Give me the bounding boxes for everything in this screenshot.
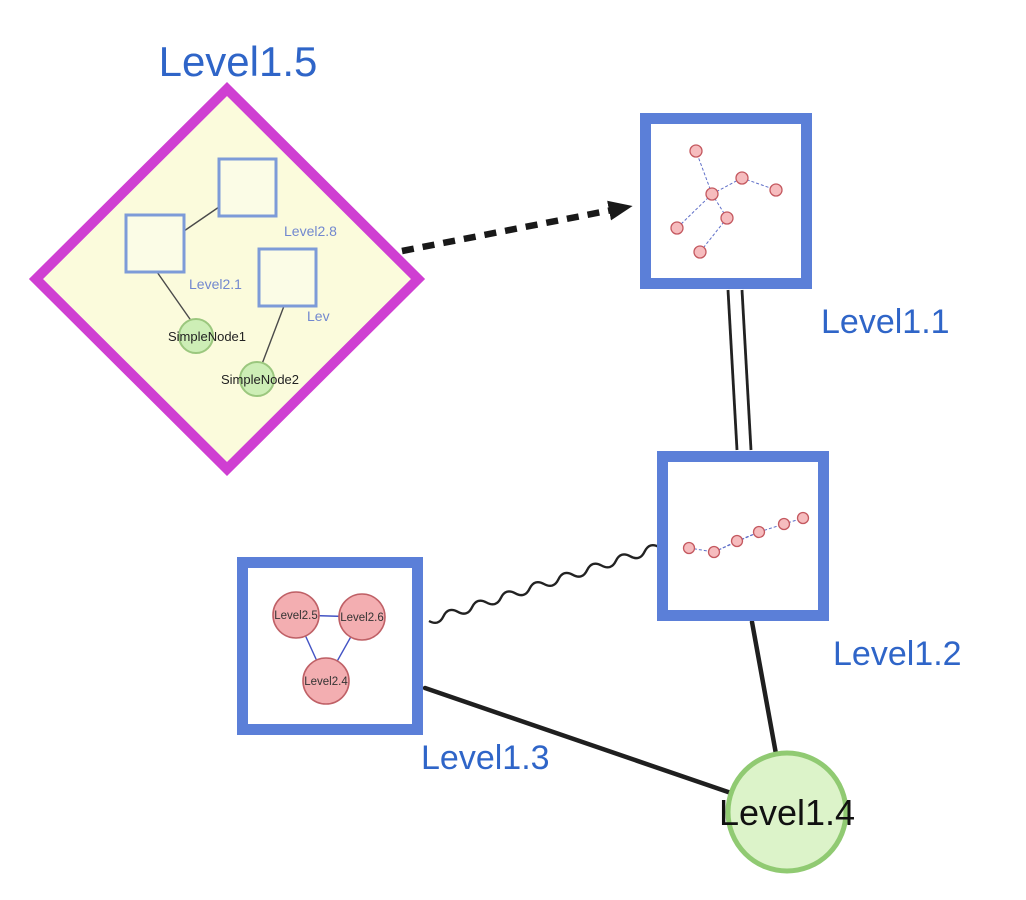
label-simplenode1: SimpleNode1 (168, 329, 246, 344)
label-level2-8: Level2.8 (284, 223, 337, 239)
mini-node[interactable] (752, 525, 766, 539)
node-level1-2[interactable] (657, 451, 829, 621)
inner-node-simplenode1[interactable] (178, 318, 214, 354)
edge-level13-to-level12[interactable] (428, 543, 660, 625)
mini-node[interactable] (707, 545, 721, 559)
edge-level11-to-level12[interactable] (726, 289, 753, 451)
mini-node[interactable] (670, 221, 684, 235)
edge-level12-to-level14[interactable] (749, 619, 779, 757)
mini-node[interactable] (769, 183, 783, 197)
diamond-node-level1-5[interactable] (28, 81, 426, 477)
label-lev: Lev (307, 308, 330, 324)
node-level1-1-group (640, 113, 812, 289)
mini-node[interactable] (777, 517, 791, 531)
inner-node-level2-6[interactable] (338, 593, 386, 641)
inner-node-lev[interactable] (257, 247, 318, 308)
label-level1-2: Level1.2 (833, 635, 962, 673)
inner-node-level2-8[interactable] (217, 157, 278, 218)
node-level1-3-group: Level2.5 Level2.6 Level2.4 (237, 557, 423, 735)
label-level2-1: Level2.1 (189, 276, 242, 292)
inner-edge-level21-simplenode1 (156, 271, 193, 323)
edge-level13-to-level14[interactable] (422, 685, 734, 796)
label-level2-5: Level2.5 (274, 610, 317, 622)
mini-node[interactable] (796, 511, 810, 525)
label-level2-6: Level2.6 (340, 612, 383, 624)
label-level2-4: Level2.4 (304, 676, 348, 688)
mini-node[interactable] (720, 211, 734, 225)
inner-edge-level21-level28 (183, 206, 220, 232)
mini-node[interactable] (705, 187, 719, 201)
group-node-level1-5: Level2.8 Level2.1 Lev SimpleNode1 Simple… (28, 81, 426, 477)
edge-level15-to-level11[interactable] (401, 200, 633, 255)
mini-node[interactable] (682, 541, 696, 555)
mini-node[interactable] (693, 245, 707, 259)
inner-edge-lev-simplenode2 (261, 305, 285, 365)
edge-double-line-2 (740, 289, 753, 451)
label-level1-5: Level1.5 (159, 38, 318, 85)
inner-node-simplenode2[interactable] (239, 361, 275, 397)
label-level1-4: Level1.4 (719, 792, 855, 833)
label-level1-1: Level1.1 (821, 303, 950, 341)
edge-double-line-1 (726, 289, 739, 451)
mini-node[interactable] (735, 171, 749, 185)
mini-node[interactable] (730, 534, 744, 548)
label-simplenode2: SimpleNode2 (221, 372, 299, 387)
inner-node-level2-4[interactable] (302, 657, 350, 705)
mini-graph-edges-level1-1 (676, 150, 777, 253)
mini-node[interactable] (689, 144, 703, 158)
node-level1-1[interactable] (640, 113, 812, 289)
label-level1-3: Level1.3 (421, 739, 550, 777)
inner-node-level2-1[interactable] (124, 213, 186, 274)
inner-node-level2-5[interactable] (272, 591, 320, 639)
node-level1-4[interactable] (725, 750, 849, 874)
node-level1-2-group (657, 451, 829, 621)
